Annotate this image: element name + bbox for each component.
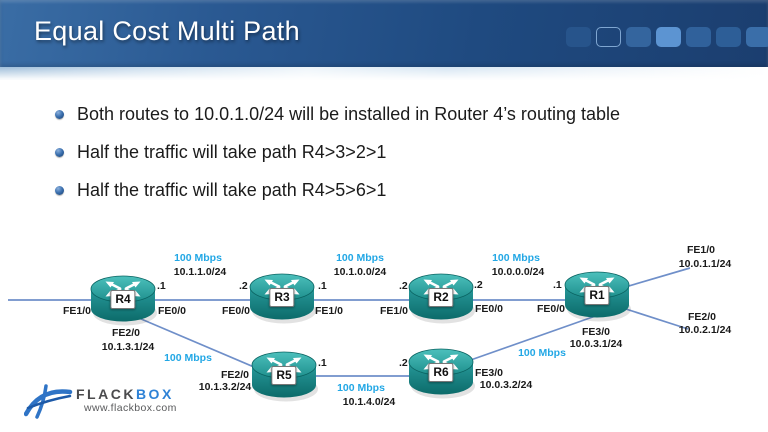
speed-label-r5-r6: 100 Mbps [337,382,385,394]
router-name: R6 [428,363,454,382]
bridge-logo-icon [24,384,73,419]
bullet-item: Half the traffic will take path R4>3>2>1 [55,141,735,164]
brand-accent: BOX [135,386,174,402]
slide-title: Equal Cost Multi Path [34,16,300,46]
router-node-r1: R1 [563,267,633,323]
if-label-r2-fe10: FE1/0 [379,305,409,317]
if-label-r3-fe10: FE1/0 [314,305,344,317]
subnet-label-r3-r2: 10.1.0.0/24 [333,266,387,278]
link-line-r4-r5 [126,312,269,374]
if-label-r2-fe00: FE0/0 [474,303,504,315]
decor-square [656,27,681,47]
bullet-text: Half the traffic will take path R4>5>6>1 [77,180,387,200]
if-label-r3-fe00: FE0/0 [221,305,251,317]
bullet-icon [55,110,64,119]
decor-square [596,27,621,47]
decor-square [746,27,768,47]
ip-label-r4-fe00: .1 [157,280,166,292]
if-label-r4-fe10: FE1/0 [62,305,92,317]
bullet-text: Both routes to 10.0.1.0/24 will be insta… [77,104,621,124]
decor-square [566,27,591,47]
ip-label-r1-fe20: 10.0.2.1/24 [678,324,732,336]
speed-label-r6-r1: 100 Mbps [518,347,566,359]
if-label-r1-fe20: FE2/0 [687,311,717,323]
if-label-r5-fe20: FE2/0 [220,369,250,381]
ip-label-r1-fe30: 10.0.3.1/24 [569,338,623,350]
bullet-item: Both routes to 10.0.1.0/24 will be insta… [55,103,735,126]
router-node-r5: R5 [250,347,320,403]
bullet-icon [55,148,64,157]
router-name: R2 [428,288,454,307]
decor-square [686,27,711,47]
header-decor-squares [566,27,768,47]
bullet-list: Both routes to 10.0.1.0/24 will be insta… [55,103,735,217]
if-label-r4-fe00: FE0/0 [157,305,187,317]
ip-label-r5-fe00: .1 [318,357,327,369]
ip-label-r2-fe00: .2 [474,279,483,291]
speed-label-r4-r5: 100 Mbps [164,352,212,364]
flackbox-logo: FLACKBOX www.flackbox.com [24,380,194,425]
ip-label-r2-fe10: .2 [399,280,408,292]
subnet-label-r2-r1: 10.0.0.0/24 [491,266,545,278]
router-name: R3 [269,288,295,307]
router-name: R1 [584,286,610,305]
ip-label-r6-fe30: 10.0.3.2/24 [479,379,533,391]
router-node-r3: R3 [248,269,318,325]
ip-label-r1-fe10: 10.0.1.1/24 [678,258,732,270]
title-bar: Equal Cost Multi Path [0,0,768,67]
brand-primary: FLACK [76,386,136,402]
brand-website: www.flackbox.com [84,402,177,414]
subnet-label-r5-r6: 10.1.4.0/24 [342,396,396,408]
header-underline-band [0,67,768,80]
ip-label-r4-fe20: 10.1.3.1/24 [101,341,155,353]
router-node-r4: R4 [89,271,159,327]
router-node-r6: R6 [407,344,477,400]
decor-square [626,27,651,47]
router-node-r2: R2 [407,269,477,325]
decor-square [716,27,741,47]
subnet-label-r4-r3: 10.1.1.0/24 [173,266,227,278]
ip-label-r3-fe10: .1 [318,280,327,292]
bullet-item: Half the traffic will take path R4>5>6>1 [55,179,735,202]
if-label-r1-fe30: FE3/0 [581,326,611,338]
if-label-r6-fe30: FE3/0 [474,367,504,379]
bullet-icon [55,186,64,195]
if-label-r1-fe00: FE0/0 [536,303,566,315]
brand-name: FLACKBOX [76,386,174,402]
bullet-text: Half the traffic will take path R4>3>2>1 [77,142,387,162]
if-label-r1-fe10: FE1/0 [686,244,716,256]
speed-label-r3-r2: 100 Mbps [336,252,384,264]
router-name: R4 [110,290,136,309]
link-line-r6-r1 [447,312,605,369]
ip-label-r6-fe00: .2 [399,357,408,369]
ip-label-r5-fe20: 10.1.3.2/24 [198,381,252,393]
speed-label-r2-r1: 100 Mbps [492,252,540,264]
if-label-r4-fe20: FE2/0 [111,327,141,339]
ip-label-r1-fe00: .1 [553,279,562,291]
ip-label-r3-fe00: .2 [239,280,248,292]
router-name: R5 [271,366,297,385]
speed-label-r4-r3: 100 Mbps [174,252,222,264]
